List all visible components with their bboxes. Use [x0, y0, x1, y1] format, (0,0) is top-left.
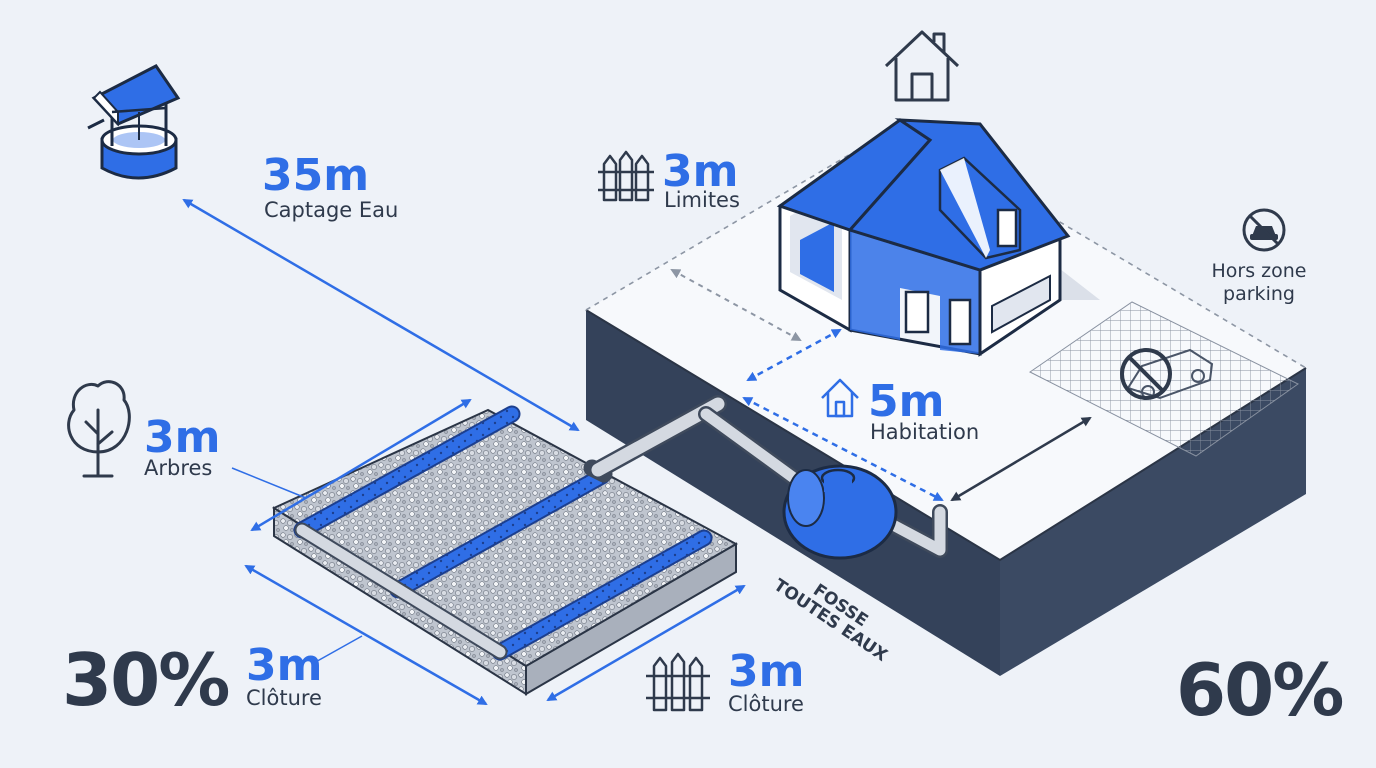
parking-note-line1: Hors zone: [1211, 260, 1307, 282]
septic-tank: [782, 464, 898, 560]
habitation-label: Habitation: [870, 420, 980, 444]
parking-area: [1029, 301, 1299, 457]
house-small-icon: [821, 378, 859, 418]
arrow-parking: [950, 416, 1092, 502]
limits-label: Limites: [664, 188, 740, 212]
parking-note: Hors zone parking: [1194, 262, 1324, 304]
parking-note-line2: parking: [1223, 283, 1295, 305]
habitation-distance: 5m: [868, 376, 945, 427]
fence-icon: [646, 652, 710, 712]
leader-trees: [231, 467, 307, 499]
percentage-right: 60%: [1176, 648, 1344, 732]
arrow-trees: [250, 398, 472, 532]
fence-left-distance: 3m: [246, 640, 323, 691]
well-icon: [87, 64, 181, 180]
arrow-well: [182, 198, 580, 432]
tree-icon: [67, 380, 131, 478]
fence-right-distance: 3m: [728, 646, 805, 697]
fence-icon: [598, 150, 654, 202]
arrow-fence-right: [546, 584, 746, 702]
arrow-habitation-2: [742, 396, 944, 502]
well-label: Captage Eau: [264, 198, 399, 222]
trees-label: Arbres: [144, 456, 213, 480]
fence-left-label: Clôture: [246, 686, 322, 710]
no-parking-ground-icon: [1120, 348, 1172, 400]
well-distance: 35m: [262, 150, 370, 201]
arrow-limits: [670, 269, 802, 341]
trees-distance: 3m: [144, 412, 221, 463]
arrow-fence-left: [244, 564, 488, 706]
leader-fence: [311, 635, 363, 665]
house-outline-icon: [884, 30, 960, 102]
percentage-left: 30%: [62, 638, 230, 722]
distance-arrows: [182, 198, 1092, 706]
limits-distance: 3m: [662, 146, 739, 197]
fence-right-label: Clôture: [728, 692, 804, 716]
house-3d: [776, 118, 1100, 357]
no-car-icon: [1242, 208, 1286, 252]
